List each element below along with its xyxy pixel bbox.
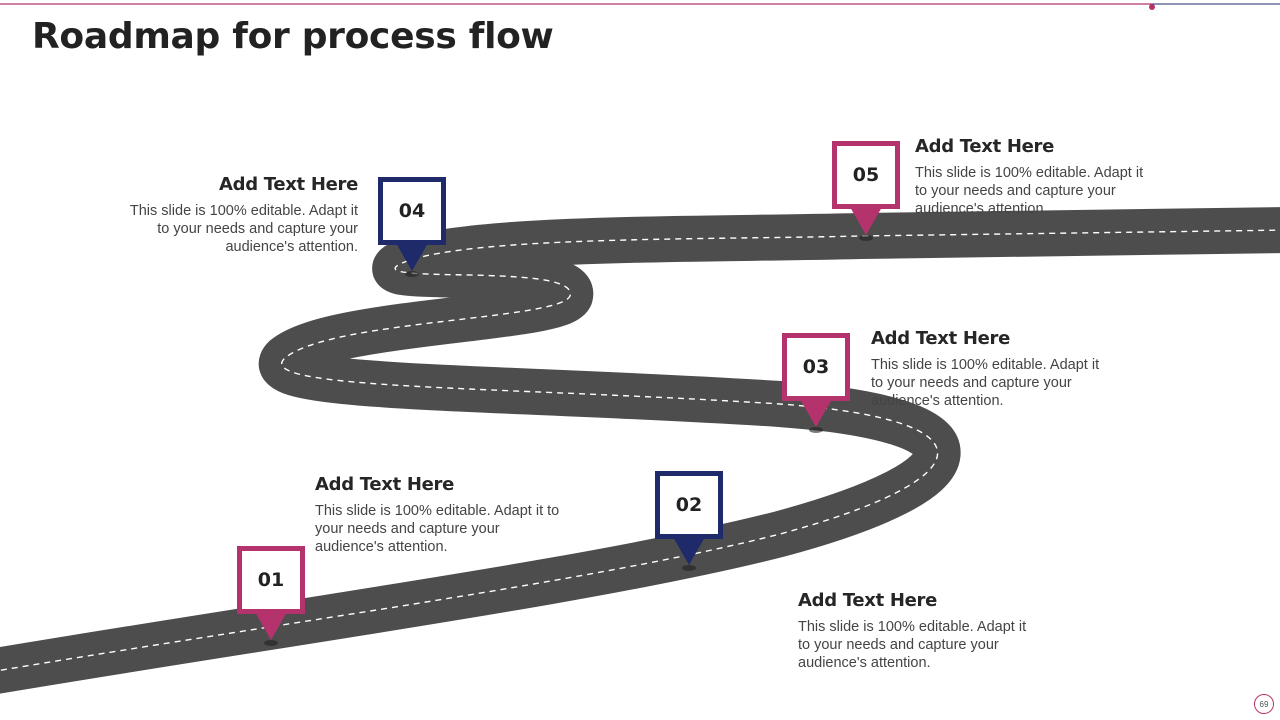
marker-box: 02 bbox=[655, 471, 723, 539]
step-text-04: Add Text Here This slide is 100% editabl… bbox=[114, 174, 358, 256]
step-title: Add Text Here bbox=[218, 174, 358, 195]
pin-shadow bbox=[405, 271, 419, 277]
step-marker-03: 03 bbox=[782, 333, 850, 433]
step-number: 05 bbox=[852, 164, 880, 186]
step-title: Add Text Here bbox=[315, 474, 455, 495]
pin-shadow bbox=[809, 427, 823, 433]
road-surface bbox=[0, 207, 1280, 694]
road-center-dash bbox=[0, 229, 1280, 672]
map-pin-icon bbox=[255, 612, 287, 640]
pin-shadow bbox=[682, 565, 696, 571]
step-text-01: Add Text Here This slide is 100% editabl… bbox=[315, 474, 563, 556]
marker-box: 04 bbox=[378, 177, 446, 245]
marker-box: 05 bbox=[832, 141, 900, 209]
step-title: Add Text Here bbox=[915, 136, 1055, 157]
step-description: This slide is 100% editable. Adapt it to… bbox=[871, 357, 1100, 409]
pin-shadow bbox=[264, 640, 278, 646]
step-number: 02 bbox=[675, 494, 703, 516]
map-pin-icon bbox=[673, 537, 705, 565]
step-number: 04 bbox=[398, 200, 426, 222]
step-title: Add Text Here bbox=[871, 328, 1011, 349]
step-text-05: Add Text Here This slide is 100% editabl… bbox=[915, 136, 1155, 218]
step-description: This slide is 100% editable. Adapt it to… bbox=[915, 165, 1144, 217]
marker-box: 01 bbox=[237, 546, 305, 614]
step-text-03: Add Text Here This slide is 100% editabl… bbox=[871, 328, 1111, 410]
slide-title: Roadmap for process flow bbox=[32, 16, 554, 57]
step-text-02: Add Text Here This slide is 100% editabl… bbox=[798, 590, 1038, 672]
step-marker-01: 01 bbox=[237, 546, 305, 646]
map-pin-icon bbox=[850, 207, 882, 235]
step-marker-02: 02 bbox=[655, 471, 723, 571]
marker-box: 03 bbox=[782, 333, 850, 401]
step-marker-05: 05 bbox=[832, 141, 900, 241]
step-marker-04: 04 bbox=[378, 177, 446, 277]
step-title: Add Text Here bbox=[798, 590, 938, 611]
step-number: 01 bbox=[257, 569, 285, 591]
step-description: This slide is 100% editable. Adapt it to… bbox=[315, 503, 560, 555]
map-pin-icon bbox=[396, 243, 428, 271]
top-accent-rule bbox=[0, 3, 1280, 10]
step-number: 03 bbox=[802, 356, 830, 378]
step-description: This slide is 100% editable. Adapt it to… bbox=[129, 203, 358, 255]
step-description: This slide is 100% editable. Adapt it to… bbox=[798, 619, 1027, 671]
map-pin-icon bbox=[800, 399, 832, 427]
pin-shadow bbox=[859, 235, 873, 241]
page-number-badge: 69 bbox=[1254, 694, 1274, 714]
